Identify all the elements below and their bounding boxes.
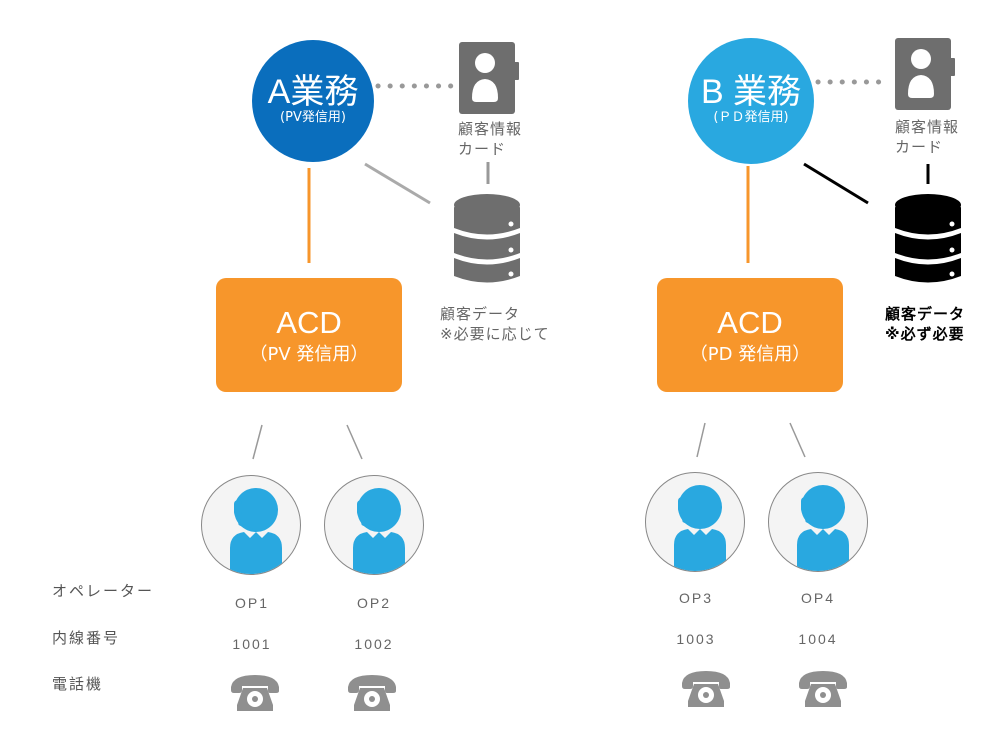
biz-db-line-b — [803, 162, 869, 205]
acd-a-subtitle: （PV 発信用） — [249, 344, 369, 365]
database-label-b: 顧客データ ※必ず必要 — [885, 305, 966, 343]
customer-card-icon — [459, 42, 519, 114]
operator-headset-icon — [230, 488, 282, 574]
row-label-phone: 電話機 — [52, 675, 104, 693]
row-label-operator: オペレーター — [52, 582, 155, 600]
business-b-circle: B 業務 (ＰＤ発信用) — [688, 38, 814, 164]
acd-b-subtitle: （PD 発信用） — [689, 344, 811, 365]
database-icon — [454, 194, 520, 283]
acd-op3-line — [696, 422, 706, 458]
business-a-subtitle: (PV発信用) — [280, 110, 346, 125]
business-b-title: B 業務 — [700, 73, 802, 111]
extension-number: 1001 — [232, 636, 272, 652]
operator-headset-icon — [353, 488, 405, 574]
database-icon — [895, 194, 961, 283]
operator-name: OP3 — [678, 590, 713, 606]
database-label-a: 顧客データ ※必要に応じて — [440, 305, 550, 343]
business-b-subtitle: (ＰＤ発信用) — [713, 110, 789, 125]
telephone-icon — [799, 671, 847, 707]
acd-op1-line — [252, 424, 263, 460]
operator-headset-icon — [674, 485, 726, 571]
operator-avatar-op1 — [201, 475, 301, 575]
acd-box-b: ACD （PD 発信用） — [657, 278, 843, 392]
telephone-icon — [231, 675, 279, 711]
operator-name: OP1 — [234, 595, 269, 611]
customer-card-icon — [895, 38, 955, 110]
business-a-circle: A業務 (PV発信用) — [252, 40, 374, 162]
extension-number: 1002 — [354, 636, 394, 652]
telephone-icon — [682, 671, 730, 707]
operator-avatar-op3 — [645, 472, 745, 572]
extension-number: 1004 — [798, 631, 838, 647]
business-a-title: A業務 — [267, 73, 359, 111]
acd-box-a: ACD （PV 発信用） — [216, 278, 402, 392]
extension-number: 1003 — [676, 631, 716, 647]
biz-db-line-a — [364, 162, 431, 205]
operator-name: OP2 — [356, 595, 391, 611]
row-label-extension: 内線番号 — [52, 629, 121, 647]
acd-b-title: ACD — [717, 305, 783, 340]
acd-a-title: ACD — [276, 305, 342, 340]
acd-op2-line — [346, 424, 363, 460]
telephone-icon — [348, 675, 396, 711]
operator-avatar-op4 — [768, 472, 868, 572]
customer-card-label-a: 顧客情報 カード — [458, 120, 523, 158]
operator-avatar-op2 — [324, 475, 424, 575]
acd-op4-line — [789, 422, 806, 458]
operator-headset-icon — [797, 485, 849, 571]
operator-name: OP4 — [800, 590, 835, 606]
customer-card-label-b: 顧客情報 カード — [895, 118, 960, 156]
